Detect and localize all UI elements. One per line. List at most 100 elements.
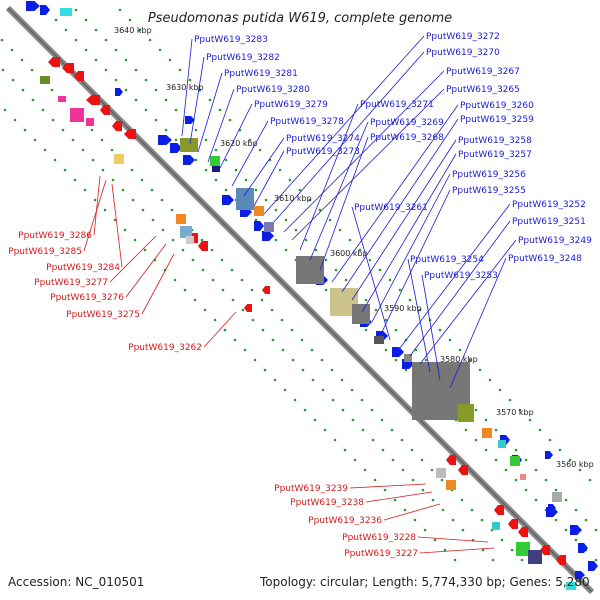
tick-dot [240,278,244,282]
tick-dot [504,468,508,472]
accession-text: Accession: NC_010501 [8,575,145,589]
gene-label-reverse: PputW619_3286 [18,231,92,241]
tick-dot [508,398,512,402]
tick-dot [288,178,292,182]
tick-dot [424,358,428,362]
tick-dot [214,178,218,182]
tick-dot [41,108,45,112]
forward-gene [548,504,556,512]
tick-dot [333,438,337,442]
tick-dot [300,338,304,342]
tick-dot [271,338,275,342]
tick-dot [74,8,78,12]
tick-dot [208,98,212,102]
tick-dot [158,48,162,52]
tick-dot [520,558,524,562]
tick-dot [458,348,462,352]
tick-dot [83,188,87,192]
tick-dot [281,348,285,352]
tick-dot [381,448,385,452]
reverse-label-leader [109,235,157,283]
tick-dot [320,358,324,362]
gene-block [516,542,530,556]
tick-dot [311,378,315,382]
position-tick-label: 3600 kbp [330,249,368,258]
tick-dot [63,168,67,172]
gene-label-forward: PputW619_3281 [224,69,298,79]
gene-label-reverse: PputW619_3277 [34,278,108,288]
tick-dot [331,398,335,402]
tick-dot [154,88,158,92]
tick-dot [291,358,295,362]
tick-dot [1,68,5,72]
gene-label-reverse: PputW619_3262 [128,343,202,353]
tick-dot [64,28,68,32]
tick-dot [343,448,347,452]
tick-dot [61,128,65,132]
tick-dot [568,458,572,462]
tick-dot [11,78,15,82]
position-tick-label: 3570 kbp [496,408,534,417]
tick-dot [494,458,498,462]
tick-dot [430,468,434,472]
tick-dot [213,318,217,322]
reverse-label-leader [383,503,441,521]
forward-label-leader [449,257,507,389]
tick-dot [123,228,127,232]
tick-dot [3,108,7,112]
tick-dot [398,288,402,292]
position-tick-label: 3610 kbp [274,194,312,203]
tick-dot [310,348,314,352]
reverse-label-leader [417,536,489,543]
gene-label-forward: PputW619_3254 [410,255,484,265]
gene-label-reverse: PputW619_3239 [274,484,348,494]
tick-dot [451,518,455,522]
tick-dot [30,68,34,72]
tick-dot [418,308,422,312]
tick-dot [91,158,95,162]
tick-dot [294,228,298,232]
tick-dot [183,288,187,292]
forward-label-leader [341,118,459,293]
gene-block [180,138,198,152]
tick-dot [313,418,317,422]
tick-dot [303,408,307,412]
tick-dot [431,498,435,502]
gene-label-forward: PputW619_3273 [286,147,360,157]
forward-label-leader [407,258,431,373]
tick-dot [548,438,552,442]
tick-dot [93,198,97,202]
tick-dot [284,248,288,252]
tick-dot [251,318,255,322]
tick-dot [130,168,134,172]
tick-dot [204,138,208,142]
tick-dot [50,88,54,92]
tick-dot [134,68,138,72]
tick-dot [188,78,192,82]
reverse-gene [74,71,84,81]
tick-dot [443,548,447,552]
tick-dot [110,148,114,152]
reverse-gene [494,505,504,515]
tick-dot [200,238,204,242]
tick-dot [178,68,182,72]
forward-label-leader [207,88,235,163]
tick-dot [141,208,145,212]
tick-dot [221,288,225,292]
gene-label-forward: PputW619_3251 [512,217,586,227]
forward-gene [570,525,582,535]
gene-block [446,480,456,490]
reverse-label-leader [83,179,107,252]
tick-dot [488,378,492,382]
tick-dot [171,238,175,242]
tick-dot [214,148,218,152]
tick-dot [284,218,288,222]
tick-dot [54,18,58,22]
tick-dot [558,448,562,452]
tick-dot [254,188,258,192]
forward-label-leader [217,103,253,173]
tick-dot [393,498,397,502]
tick-dot [73,178,77,182]
gene-block [176,214,186,224]
gene-labels: PputW619_3283PputW619_3282PputW619_3281P… [8,32,592,559]
